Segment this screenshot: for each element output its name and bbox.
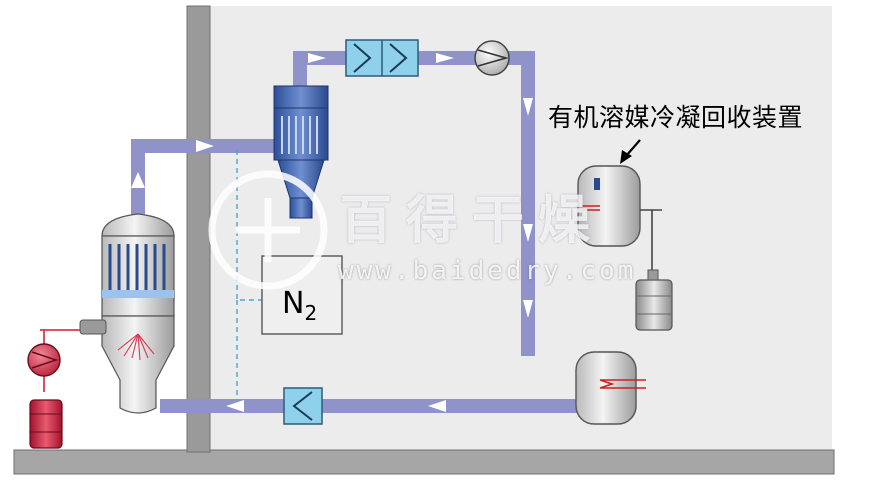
arrow-icon — [523, 300, 533, 318]
caption-pointer — [620, 139, 641, 164]
device-caption: 有机溶媒冷凝回收装置 — [548, 103, 804, 132]
watermark-url: www.baidedry.com — [338, 256, 637, 286]
watermark-logo-icon — [208, 170, 328, 290]
arrow-icon — [308, 53, 326, 63]
pump-icon — [474, 40, 510, 76]
floor-slab — [13, 449, 835, 475]
watermark-text: 百得干燥 — [340, 190, 605, 251]
arrow-icon — [523, 224, 533, 242]
partition-wall — [186, 5, 211, 453]
nitrogen-label: N2 — [282, 286, 318, 325]
filter-icon — [345, 39, 419, 77]
check-valve-icon — [283, 387, 323, 425]
solvent-condenser — [577, 165, 662, 270]
arrow-icon — [436, 53, 454, 63]
nitrogen-dashed-line — [236, 150, 262, 400]
cooling-vessel — [575, 351, 646, 425]
arrow-icon — [428, 400, 446, 412]
spray-dryer-tower — [79, 213, 175, 414]
arrow-icon — [226, 400, 244, 412]
arrow-icon — [131, 172, 145, 188]
barrel-icon — [635, 269, 673, 331]
flow-arrows — [131, 53, 533, 412]
arrow-icon — [523, 98, 533, 116]
feed-line — [40, 329, 80, 392]
barrel-icon — [29, 399, 63, 449]
nitrogen-generator — [261, 255, 343, 335]
pump-icon — [27, 343, 61, 377]
arrow-icon — [196, 140, 214, 152]
